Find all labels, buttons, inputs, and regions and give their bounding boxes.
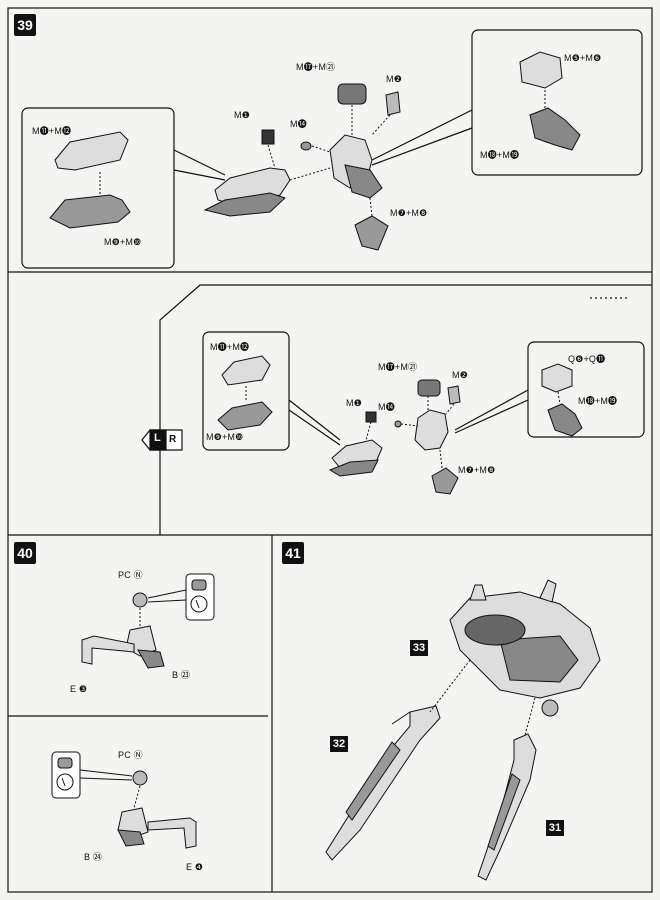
label-lower-m2: M❷ (452, 370, 468, 380)
label-m11-m12: M⓫+M⓬ (32, 126, 72, 136)
label-lower-m1: M❶ (346, 398, 362, 408)
label-lower-m11-m12: M⓫+M⓬ (210, 342, 250, 352)
part-32: 32 (330, 736, 348, 752)
label-b23: B ㉓ (172, 670, 191, 680)
label-b24: B ㉔ (84, 852, 103, 862)
label-lower-m7-m8: M❼+M❽ (458, 465, 496, 475)
label-e3: E ❸ (70, 684, 88, 694)
step-40-number: 40 (14, 542, 36, 564)
label-m2: M❷ (386, 74, 402, 84)
step-41-number: 41 (282, 542, 304, 564)
page-frame (7, 7, 653, 893)
part-31: 31 (546, 820, 564, 836)
label-lower-m17-m21: M⓱+M㉑ (378, 362, 418, 372)
label-lower-m14: M⓮ (378, 402, 395, 412)
label-m9-m10: M❾+M❿ (104, 237, 142, 247)
label-m7-m8: M❼+M❽ (390, 208, 428, 218)
label-lower-m18-m19: M⓲+M⓳ (578, 396, 618, 406)
part-33: 33 (410, 640, 428, 656)
step-39-number: 39 (14, 14, 36, 36)
label-m1: M❶ (234, 110, 250, 120)
label-m14: M⓮ (290, 119, 307, 129)
label-m5-m6: M❺+M❻ (564, 53, 602, 63)
label-m18-m19: M⓲+M⓳ (480, 150, 520, 160)
label-m17-m21: M⓱+M㉑ (296, 62, 336, 72)
label-pc-n-bottom: PC Ⓝ (118, 750, 143, 760)
side-mark-l: L (154, 432, 161, 444)
label-e4: E ❹ (186, 862, 204, 872)
side-mark-r: R (169, 434, 177, 445)
lower-39-frame (159, 284, 652, 535)
label-pc-n-top: PC Ⓝ (118, 570, 143, 580)
label-lower-m9-m10: M❾+M❿ (206, 432, 244, 442)
label-lower-q6-q11: Q❻+Q⓫ (568, 354, 606, 364)
